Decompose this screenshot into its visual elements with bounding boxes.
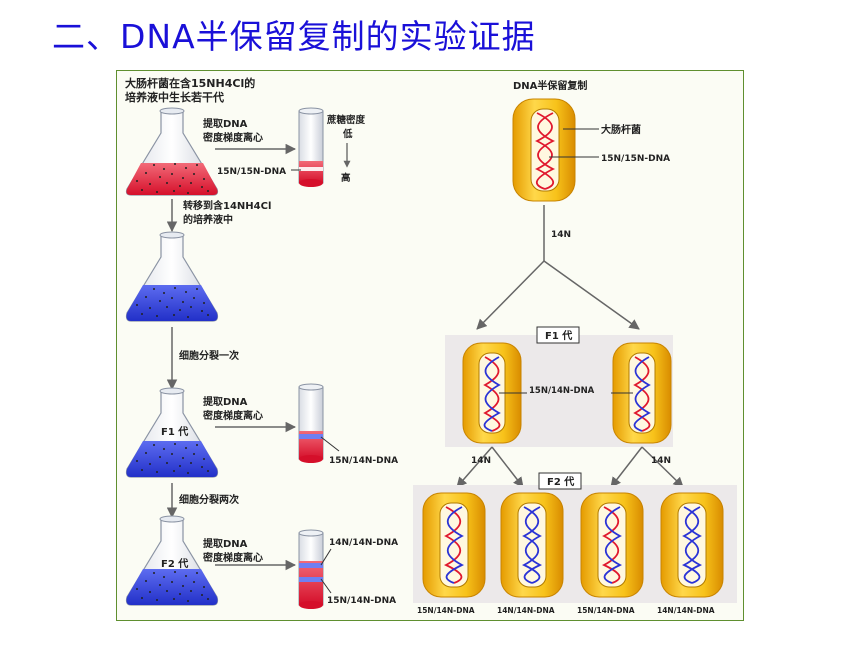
f1-flask-label: F1 代 xyxy=(161,425,188,438)
intro-line1: 大肠杆菌在含15NH4Cl的 xyxy=(125,76,255,90)
band-15-15-label: 15N/15N-DNA xyxy=(217,167,286,177)
parent-cell xyxy=(512,98,576,202)
tube-2 xyxy=(298,383,324,463)
f1-left-branch-b xyxy=(491,446,524,488)
f2-cell-2 xyxy=(500,492,564,598)
f1-tag-label: F1 代 xyxy=(545,329,572,342)
divide-once-label: 细胞分裂一次 xyxy=(179,349,239,362)
f2-cell-3 xyxy=(580,492,644,598)
flask-14n xyxy=(125,231,219,322)
f1-right-branch-a xyxy=(610,446,643,488)
extract1-label: 提取DNA xyxy=(203,117,248,130)
extract2-label-f2: 密度梯度离心 xyxy=(203,551,263,564)
tube-3 xyxy=(298,529,324,609)
f2-tag xyxy=(538,472,582,490)
f2-flask-label: F2 代 xyxy=(161,557,188,570)
right-title: DNA半保留复制 xyxy=(513,79,587,92)
divide-twice-label: 细胞分裂两次 xyxy=(179,493,239,506)
f2-dna-label-4: 14N/14N-DNA xyxy=(657,606,715,615)
f1-dna-label: 15N/14N-DNA xyxy=(529,386,595,396)
flask-f2 xyxy=(125,515,219,606)
intro-line2: 培养液中生长若干代 xyxy=(125,90,224,104)
n14-label-left: 14N xyxy=(471,456,491,466)
f1-tag xyxy=(536,326,580,344)
f1-cell-left xyxy=(462,342,522,444)
band-pointer-3 xyxy=(320,548,332,566)
band-pointer-4 xyxy=(320,578,332,594)
ecoli-label: 大肠杆菌 xyxy=(601,123,641,136)
slide-title: 二、DNA半保留复制的实验证据 xyxy=(52,17,536,56)
n14-label-right: 14N xyxy=(651,456,671,466)
f2-cell-4 xyxy=(660,492,724,598)
f2-tag-label: F2 代 xyxy=(547,475,574,488)
diagram-frame: 大肠杆菌在含15NH4Cl的 培养液中生长若干代 提取DNA 密度梯度离心 蔗糖… xyxy=(116,70,744,621)
transfer1-label: 转移到含14NH4Cl xyxy=(183,199,271,212)
flask-f1 xyxy=(125,387,219,478)
flask-15n xyxy=(125,107,219,196)
f1-right-branch-b xyxy=(641,446,684,488)
extract2-label-f1: 密度梯度离心 xyxy=(203,409,263,422)
band-pointer-2 xyxy=(320,436,340,452)
branch-left xyxy=(476,260,545,330)
transfer2-label: 的培养液中 xyxy=(183,213,233,226)
extract1-label-f2: 提取DNA xyxy=(203,537,248,550)
parent-dna-label: 15N/15N-DNA xyxy=(601,154,670,164)
f1-left-branch-a xyxy=(456,446,493,488)
density-low: 低 xyxy=(342,128,353,140)
band-14-14-label: 14N/14N-DNA xyxy=(329,538,398,548)
f1-cell-right xyxy=(612,342,672,444)
f1-label-bg xyxy=(527,383,611,396)
replication-diagram: 大肠杆菌在含15NH4Cl的 培养液中生长若干代 提取DNA 密度梯度离心 蔗糖… xyxy=(125,76,737,615)
extract1-label-f1: 提取DNA xyxy=(203,395,248,408)
f2-cell-1 xyxy=(422,492,486,598)
extract2-label: 密度梯度离心 xyxy=(203,131,263,144)
f2-dna-label-1: 15N/14N-DNA xyxy=(417,606,475,615)
n14-label-top: 14N xyxy=(551,230,571,240)
f2-dna-label-2: 14N/14N-DNA xyxy=(497,606,555,615)
density-high: 高 xyxy=(341,172,351,184)
band-15-14-label-f2: 15N/14N-DNA xyxy=(327,596,396,606)
band-15-14-label: 15N/14N-DNA xyxy=(329,456,398,466)
f2-dna-label-3: 15N/14N-DNA xyxy=(577,606,635,615)
tube-1 xyxy=(298,107,324,187)
density-title: 蔗糖密度 xyxy=(326,114,366,126)
branch-right xyxy=(543,260,640,330)
